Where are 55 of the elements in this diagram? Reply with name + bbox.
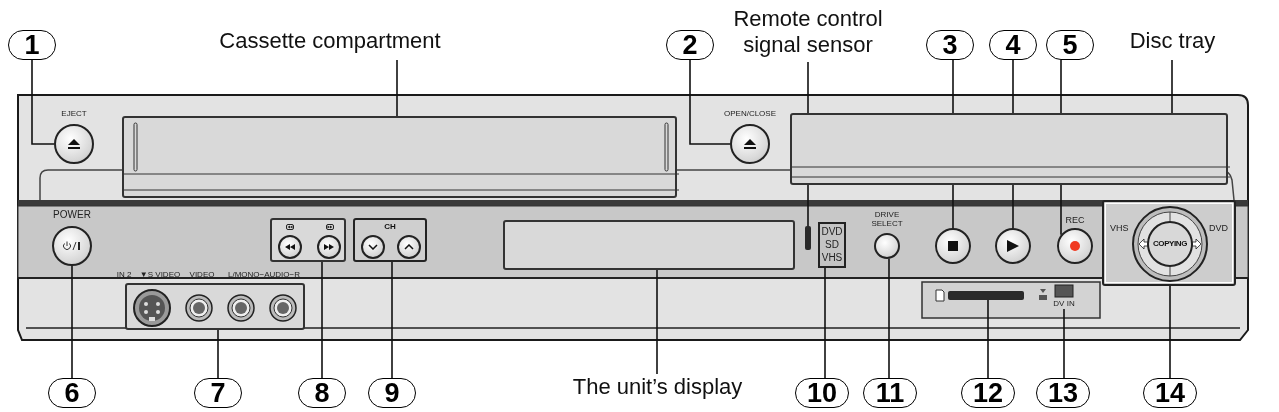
button-label: EJECT [60,108,88,120]
button-label: REC [1064,214,1086,227]
panel-label: ▼S VIDEO [138,269,182,281]
callout-number: 13 [1036,378,1090,408]
callout-number: 4 [989,30,1037,60]
leader-line [71,265,73,379]
callout-number: 9 [368,378,416,408]
part-caption: Cassette compartment [205,28,455,60]
callout-number: 3 [926,30,974,60]
callout-number: 7 [194,378,242,408]
leader-line [824,267,826,379]
leader-line [888,258,890,379]
search-button-panel [270,218,346,262]
button-label: POWER [52,208,92,222]
leader-line [396,59,398,117]
display-window [503,220,795,270]
panel-label: VHS [1110,222,1129,235]
panel-label: DVD [1209,222,1228,235]
leader-line [391,261,393,379]
button-label: OPEN/CLOSE [723,108,777,120]
sensor-window [805,226,811,250]
indicator-label-box: DVD SD VHS [818,222,846,268]
panel-label: CH [383,221,397,233]
callout-number: 12 [961,378,1015,408]
part-caption: Remote control signal sensor [713,6,903,62]
leader-line [1171,59,1173,114]
part-caption: The unit’s display [555,374,760,406]
leader-line [217,329,219,379]
callout-number: 8 [298,378,346,408]
callout-number: 10 [795,378,849,408]
panel-label: VIDEO [188,269,216,281]
cassette-door [122,116,677,198]
leader-line [321,261,323,379]
callout-number: 2 [666,30,714,60]
callout-number: 6 [48,378,96,408]
disc-tray [790,113,1228,185]
button-label: DRIVE SELECT [870,210,904,228]
callout-number: 1 [8,30,56,60]
jack-label: DV IN [1050,298,1078,309]
channel-panel [353,218,427,262]
part-caption: Disc tray [1115,28,1230,60]
input-jack-panel [125,283,305,330]
leader-line [31,59,55,145]
callout-number: 11 [863,378,917,408]
leader-line [987,299,989,379]
callout-number: 14 [1143,378,1197,408]
leader-line [656,269,658,375]
leader-line [1169,285,1171,379]
panel-label: L/MONO−AUDIO−R [227,269,301,281]
panel-label: IN 2 [115,269,133,281]
card-slot [948,291,1024,300]
copying-panel [1102,200,1236,286]
leader-line [1063,308,1065,379]
callout-number: 5 [1046,30,1094,60]
leader-line [689,59,731,145]
